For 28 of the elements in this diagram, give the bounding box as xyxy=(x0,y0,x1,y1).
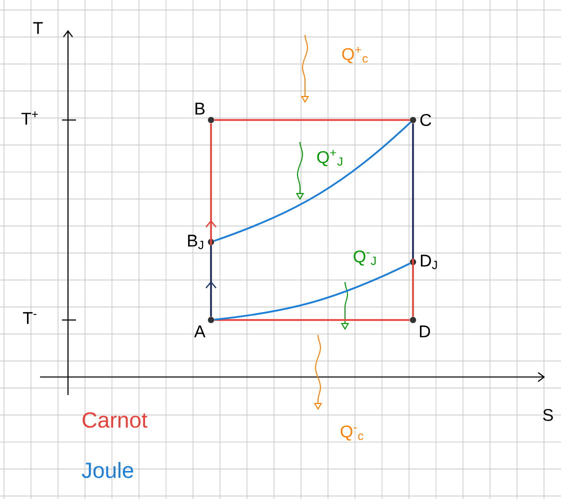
cycle-path xyxy=(214,119,410,121)
heat-label: Q$^{-}$J xyxy=(354,250,376,266)
cycle-path xyxy=(214,319,410,321)
legend-entry: Joule xyxy=(82,462,134,478)
node-label: B xyxy=(196,102,205,114)
legend-entry: Carnot xyxy=(82,412,148,428)
cycle-path xyxy=(412,123,414,259)
heat-label: Q$^{+}$J xyxy=(317,150,342,166)
state-point: B$_{J}$ xyxy=(188,234,214,250)
state-point: D$_{J}$ xyxy=(410,254,437,270)
heat-label: Q$^{-}$c xyxy=(340,425,364,441)
cycle-path xyxy=(214,122,412,242)
node-label: D$_{J}$ xyxy=(420,254,437,270)
axis-label: T xyxy=(33,22,43,34)
cycle-path xyxy=(206,245,216,317)
state-point: B xyxy=(196,102,214,124)
node-label: C xyxy=(420,114,432,126)
state-point: C xyxy=(410,114,432,126)
axis-label: S xyxy=(543,408,553,422)
node-label: A xyxy=(194,326,206,338)
node-label: D xyxy=(420,326,430,338)
state-point: D xyxy=(410,316,430,338)
tick-label: T$^{+}$ xyxy=(21,111,38,125)
tick-label: T$^{-}$ xyxy=(22,312,36,324)
node-label: B$_{J}$ xyxy=(188,234,204,250)
heat-label: Q$^{+}$c xyxy=(342,46,368,64)
state-point: A xyxy=(194,316,214,338)
cycle-path xyxy=(214,262,410,321)
